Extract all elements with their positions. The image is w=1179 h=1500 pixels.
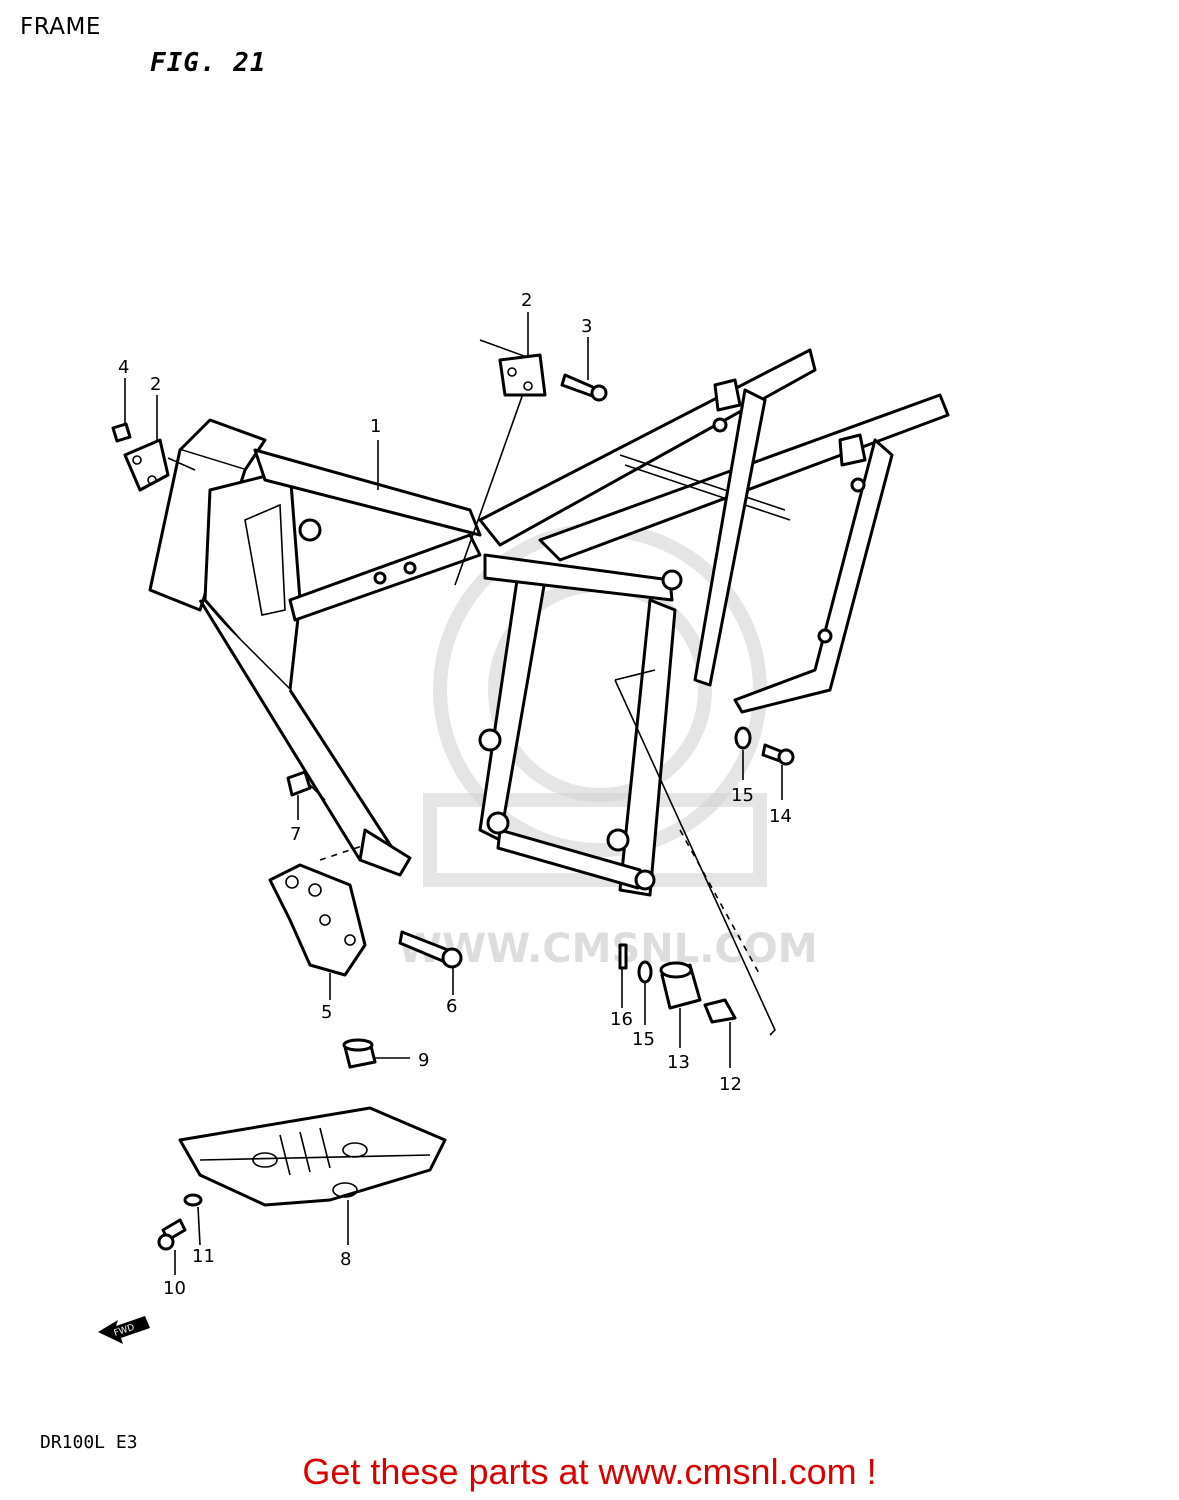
callout-16: 16 (610, 1009, 633, 1030)
callout-2-right: 2 (521, 290, 532, 311)
washer-15-lower (637, 960, 653, 984)
bolt-3 (560, 373, 608, 402)
callout-15-upper: 15 (731, 785, 754, 806)
leader-lines (124, 312, 783, 1275)
main-frame (148, 348, 950, 897)
pin-16 (618, 943, 628, 970)
bolt-10 (157, 1218, 187, 1251)
callout-12: 12 (719, 1074, 742, 1095)
cms-watermark: WWW.CMSNL.COM (398, 523, 818, 972)
spacer-13 (659, 961, 702, 1010)
washer-15-upper (734, 726, 752, 750)
forward-arrow-icon: FWD (98, 1316, 150, 1344)
callout-10: 10 (163, 1278, 186, 1299)
callout-15-lower: 15 (632, 1029, 655, 1050)
skid-plate (178, 1106, 447, 1207)
callout-3: 3 (581, 316, 592, 337)
washer-11 (183, 1193, 203, 1207)
bracket-right (498, 353, 547, 397)
callout-7: 7 (290, 824, 301, 845)
bolt-6 (398, 930, 463, 969)
engine-mount-bracket (268, 863, 367, 977)
nut-7 (286, 770, 312, 797)
footer-link[interactable]: Get these parts at www.cmsnl.com ! (302, 1451, 877, 1492)
callout-numbers: 1 2 2 3 4 5 6 7 8 9 10 11 12 13 14 15 15… (118, 290, 792, 1299)
section-title: FRAME (20, 14, 101, 40)
callout-14: 14 (769, 806, 792, 827)
callout-13: 13 (667, 1052, 690, 1073)
bracket-left (123, 438, 196, 492)
callout-8: 8 (340, 1249, 351, 1270)
callout-9: 9 (418, 1050, 429, 1071)
callout-2-left: 2 (150, 374, 161, 395)
bolt-14 (761, 743, 795, 766)
cushion-9 (342, 1038, 377, 1069)
callout-6: 6 (446, 996, 457, 1017)
callout-11: 11 (192, 1246, 215, 1267)
figure-number: FIG. 21 (150, 48, 267, 78)
callout-5: 5 (321, 1002, 332, 1023)
bolt-12 (703, 998, 737, 1024)
callout-1: 1 (370, 416, 381, 437)
nut-4 (111, 422, 132, 443)
watermark-url: WWW.CMSNL.COM (398, 926, 818, 972)
model-code: DR100L E3 (40, 1432, 138, 1453)
callout-4: 4 (118, 357, 129, 378)
